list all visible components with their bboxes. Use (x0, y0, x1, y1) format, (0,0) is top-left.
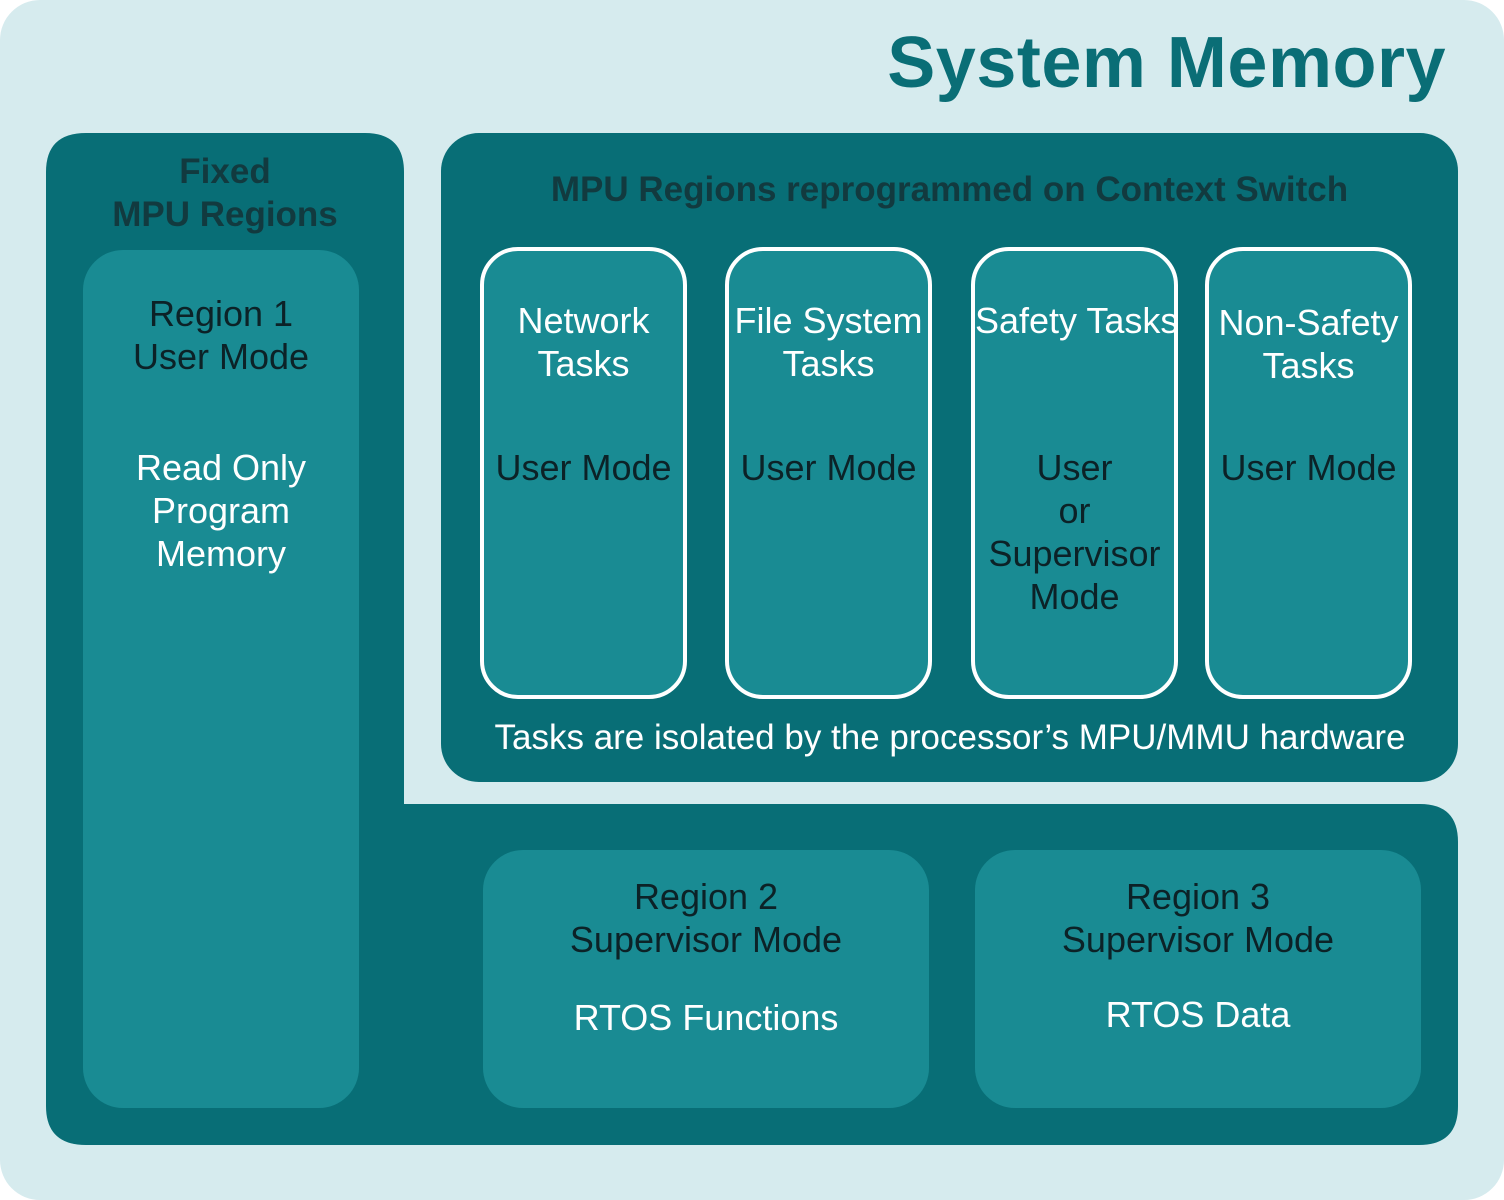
non-safety-tasks-name-line-2: Tasks (1262, 345, 1355, 386)
safety-tasks-mode-line-1: User (1036, 447, 1113, 488)
region-1-desc-line-3: Memory (155, 533, 286, 574)
safety-tasks-mode-line-2: or (1058, 490, 1091, 531)
file-system-tasks-mode: User Mode (740, 447, 917, 488)
file-system-tasks-name-line-1: File System (734, 300, 923, 341)
region-1-box: Region 1 User Mode Read Only Program Mem… (83, 250, 359, 1108)
region-1-name: Region 1 (148, 293, 294, 334)
context-switch-container (441, 133, 1458, 782)
safety-tasks-name: Safety Tasks (975, 300, 1179, 341)
non-safety-tasks-name-line-1: Non-Safety (1218, 302, 1399, 343)
file-system-tasks-name-line-2: Tasks (782, 343, 875, 384)
region-3-box: Region 3 Supervisor Mode RTOS Data (975, 850, 1421, 1108)
region-3-name: Region 3 (1125, 876, 1271, 917)
network-tasks-mode: User Mode (495, 447, 672, 488)
context-switch-heading: MPU Regions reprogrammed on Context Swit… (550, 170, 1349, 209)
fixed-heading-line-2: MPU Regions (112, 195, 338, 234)
diagram-title: System Memory (887, 23, 1446, 103)
safety-tasks-box: Safety Tasks User or Supervisor Mode (971, 247, 1178, 699)
non-safety-tasks-mode: User Mode (1220, 447, 1397, 488)
region-2-mode: Supervisor Mode (569, 919, 843, 960)
isolation-footnote: Tasks are isolated by the processor’s MP… (494, 718, 1406, 757)
fixed-mpu-heading: Fixed MPU Regions (46, 150, 404, 236)
region-2-box: Region 2 Supervisor Mode RTOS Functions (483, 850, 929, 1108)
safety-tasks-mode-line-3: Supervisor (988, 533, 1161, 574)
region-3-mode: Supervisor Mode (1061, 919, 1335, 960)
safety-tasks-mode-line-4: Mode (1029, 576, 1120, 617)
region-1-mode: User Mode (132, 336, 310, 377)
file-system-tasks-box: File System Tasks User Mode (725, 247, 932, 699)
network-tasks-name-line-2: Tasks (537, 343, 630, 384)
network-tasks-name-line-1: Network (517, 300, 650, 341)
region-3-desc: RTOS Data (1105, 994, 1291, 1035)
non-safety-tasks-box: Non-Safety Tasks User Mode (1205, 247, 1412, 699)
region-1-desc-line-2: Program (151, 490, 291, 531)
network-tasks-box: Network Tasks User Mode (480, 247, 687, 699)
region-1-desc-line-1: Read Only (135, 447, 307, 488)
region-2-name: Region 2 (633, 876, 779, 917)
fixed-heading-line-1: Fixed (179, 152, 271, 191)
region-2-desc: RTOS Functions (573, 997, 839, 1038)
